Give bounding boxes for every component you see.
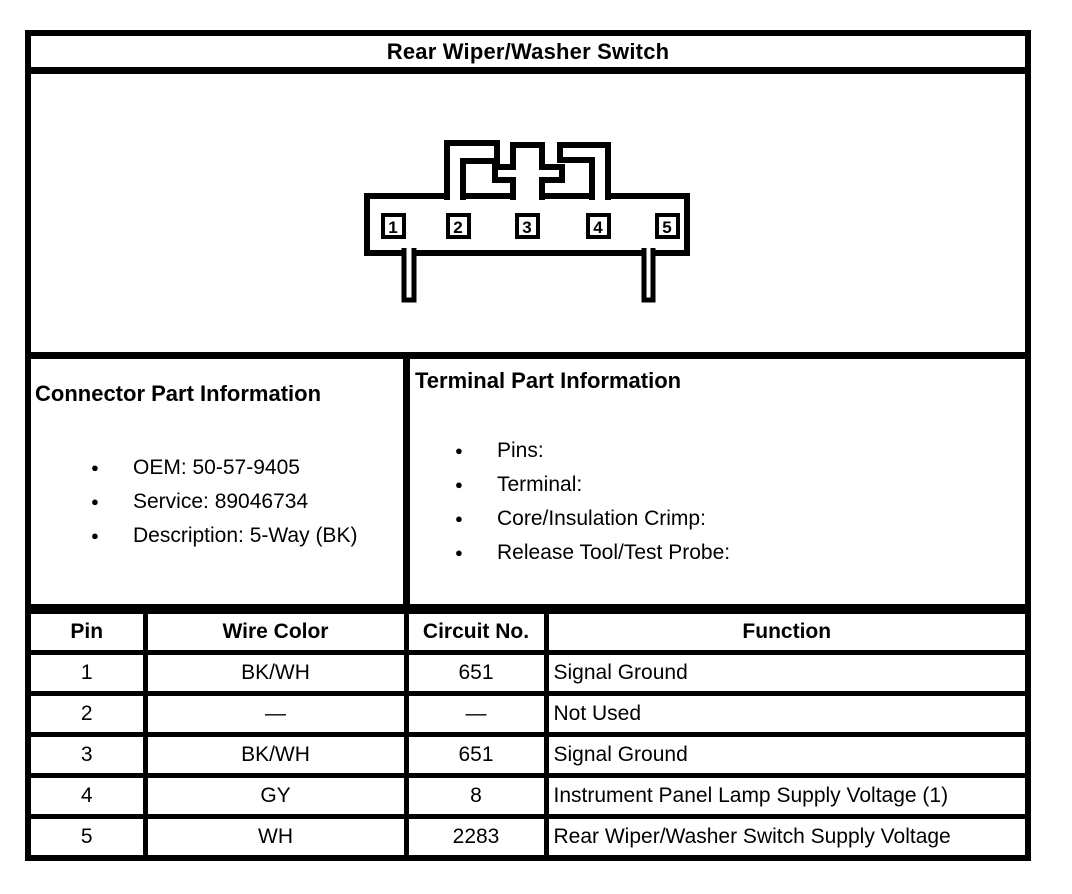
cell-wire-color: — xyxy=(142,691,409,737)
list-item-label: Release Tool/Test Probe: xyxy=(497,541,731,564)
cell-wire-color: BK/WH xyxy=(142,650,409,696)
connector-drawing: 1 2 3 4 5 xyxy=(364,140,690,303)
cell-function: Rear Wiper/Washer Switch Supply Voltage xyxy=(543,814,1025,855)
table-row: 5 WH 2283 Rear Wiper/Washer Switch Suppl… xyxy=(31,814,1025,855)
connector-part-information-list: ● OEM: 50-57-9405 ● Service: 89046734 ● … xyxy=(35,451,401,553)
cell-function: Instrument Panel Lamp Supply Voltage (1) xyxy=(543,773,1025,819)
pin-2-box xyxy=(446,213,471,239)
cell-pin: 2 xyxy=(31,691,148,737)
bullet-icon: ● xyxy=(91,460,99,475)
list-item-label: Core/Insulation Crimp: xyxy=(497,507,706,530)
table-header-row: Pin Wire Color Circuit No. Function xyxy=(31,609,1025,655)
pin-3-label: 3 xyxy=(522,218,531,237)
list-item: ● OEM: 50-57-9405 xyxy=(91,451,401,485)
list-item-label: OEM: 50-57-9405 xyxy=(133,456,300,479)
bullet-icon: ● xyxy=(455,511,463,526)
table-row: 3 BK/WH 651 Signal Ground xyxy=(31,732,1025,778)
list-item-label: Service: 89046734 xyxy=(133,490,309,513)
connector-sheet: Rear Wiper/Washer Switch 1 2 3 4 5 xyxy=(25,30,1031,861)
bullet-icon: ● xyxy=(91,494,99,509)
connector-body xyxy=(364,193,690,256)
bullet-icon: ● xyxy=(455,545,463,560)
part-information-row: Connector Part Information ● OEM: 50-57-… xyxy=(31,359,1025,609)
cell-circuit-no: 2283 xyxy=(403,814,549,855)
cell-circuit-no: — xyxy=(403,691,549,737)
list-item-label: Terminal: xyxy=(497,473,583,496)
list-item: ● Release Tool/Test Probe: xyxy=(455,536,1023,570)
cell-circuit-no: 8 xyxy=(403,773,549,819)
list-item-label: Pins: xyxy=(497,439,544,462)
bullet-icon: ● xyxy=(455,477,463,492)
column-header-circuit-no: Circuit No. xyxy=(403,609,549,655)
connector-leg-right xyxy=(641,248,656,303)
table-row: 4 GY 8 Instrument Panel Lamp Supply Volt… xyxy=(31,773,1025,819)
terminal-part-information-heading: Terminal Part Information xyxy=(415,368,682,393)
cell-circuit-no: 651 xyxy=(403,732,549,778)
list-item: ● Description: 5-Way (BK) xyxy=(91,519,401,553)
title-bar: Rear Wiper/Washer Switch xyxy=(31,36,1025,74)
list-item: ● Terminal: xyxy=(455,468,1023,502)
bullet-icon: ● xyxy=(455,443,463,458)
cell-function: Not Used xyxy=(543,691,1025,737)
pin-1-box xyxy=(381,213,406,239)
column-header-wire-color: Wire Color xyxy=(142,609,409,655)
terminal-part-information-section: Terminal Part Information ● Pins: ● Term… xyxy=(410,359,1025,604)
cell-pin: 5 xyxy=(31,814,148,855)
connector-key-right xyxy=(557,142,611,200)
cell-pin: 3 xyxy=(31,732,148,778)
list-item: ● Service: 89046734 xyxy=(91,485,401,519)
cell-pin: 1 xyxy=(31,650,148,696)
connector-part-information-section: Connector Part Information ● OEM: 50-57-… xyxy=(31,359,410,604)
cell-function: Signal Ground xyxy=(543,650,1025,696)
list-item-label: Description: 5-Way (BK) xyxy=(133,524,358,547)
pin-3-box xyxy=(515,213,540,239)
list-item: ● Pins: xyxy=(455,434,1023,468)
cell-function: Signal Ground xyxy=(543,732,1025,778)
connector-key-left xyxy=(444,140,500,200)
pin-5-label: 5 xyxy=(662,218,671,237)
connector-leg-left xyxy=(401,248,417,303)
pin-1-label: 1 xyxy=(388,218,397,237)
column-header-pin: Pin xyxy=(31,609,148,655)
page-title: Rear Wiper/Washer Switch xyxy=(386,38,670,64)
list-item: ● Core/Insulation Crimp: xyxy=(455,502,1023,536)
cell-wire-color: WH xyxy=(142,814,409,855)
connector-diagram-section: 1 2 3 4 5 xyxy=(31,74,1025,359)
cell-wire-color: BK/WH xyxy=(142,732,409,778)
table-row: 2 — — Not Used xyxy=(31,691,1025,737)
connector-key-center-cross xyxy=(492,142,565,200)
connector-part-information-heading: Connector Part Information xyxy=(35,381,322,406)
cell-wire-color: GY xyxy=(142,773,409,819)
cell-circuit-no: 651 xyxy=(403,650,549,696)
pin-4-box xyxy=(586,213,611,239)
pin-table: Pin Wire Color Circuit No. Function 1 BK… xyxy=(31,609,1025,855)
pin-2-label: 2 xyxy=(453,218,462,237)
terminal-part-information-list: ● Pins: ● Terminal: ● Core/Insulation Cr… xyxy=(415,434,1023,570)
table-row: 1 BK/WH 651 Signal Ground xyxy=(31,650,1025,696)
pin-4-label: 4 xyxy=(593,218,603,237)
bullet-icon: ● xyxy=(91,528,99,543)
pin-5-box xyxy=(655,213,680,239)
column-header-function: Function xyxy=(543,609,1025,655)
cell-pin: 4 xyxy=(31,773,148,819)
